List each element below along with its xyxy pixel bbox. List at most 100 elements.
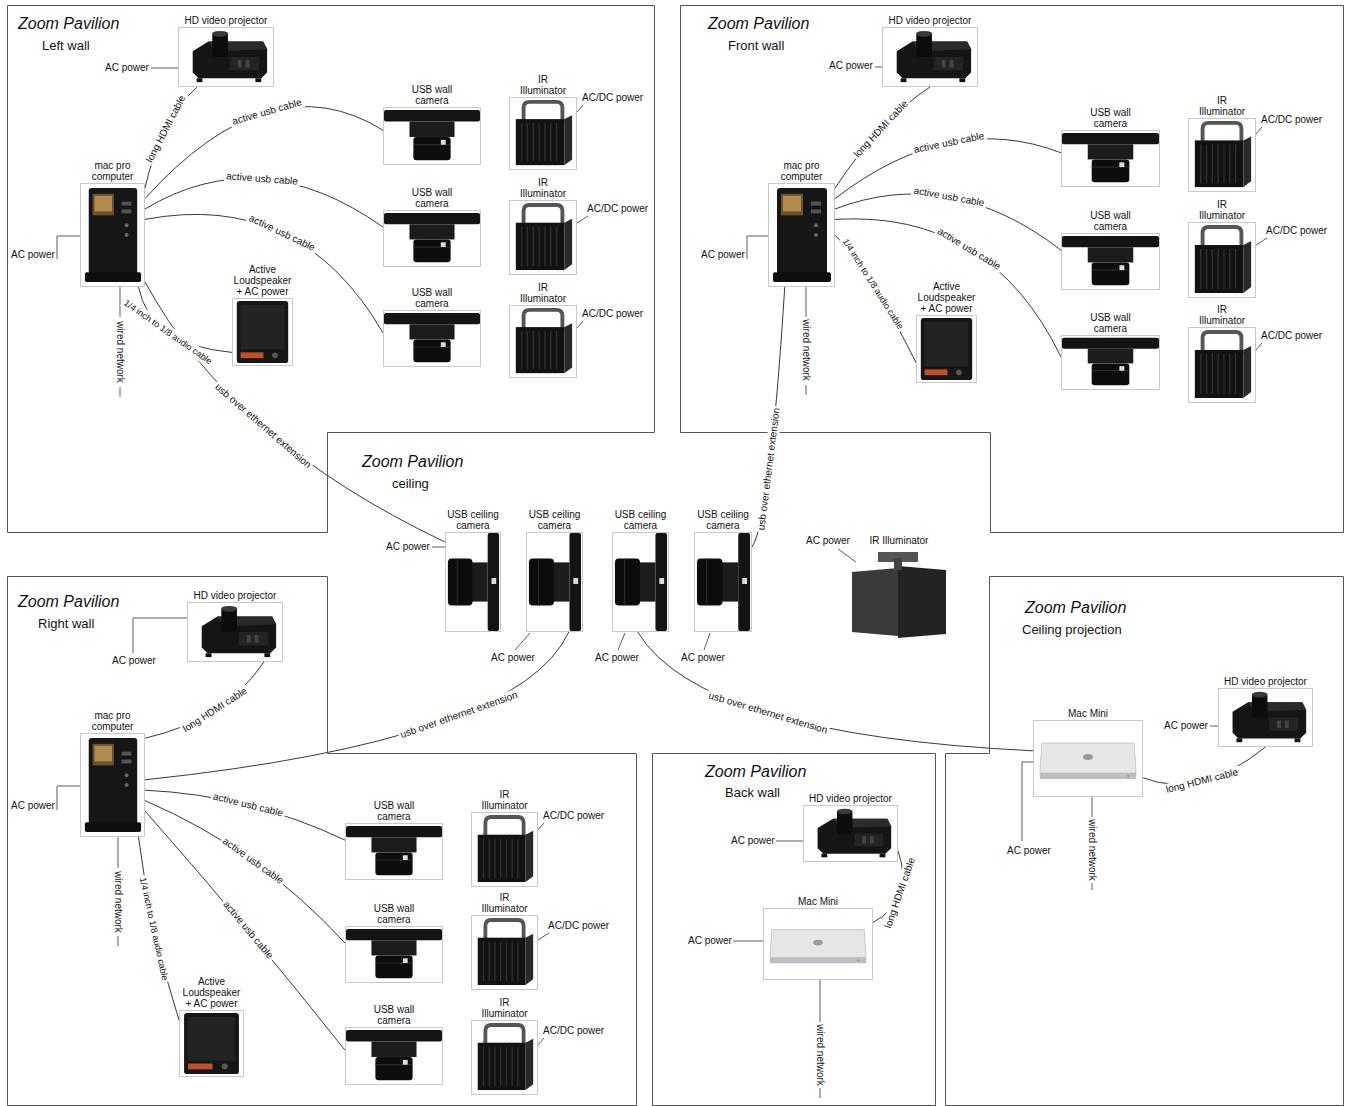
illustration-part xyxy=(346,826,442,875)
network-label: wired network xyxy=(1086,818,1098,882)
device-caption-block: IR Illuminator xyxy=(515,177,571,199)
illustration-part xyxy=(1210,726,1218,727)
illustration-part xyxy=(897,31,971,82)
power-label: AC power xyxy=(385,541,431,553)
illustration-part xyxy=(1233,692,1307,742)
illustration-part xyxy=(384,213,480,262)
cable-label: long HDMI cable xyxy=(882,854,919,932)
device-caption-block: IR Illuminator xyxy=(477,789,533,811)
illustration-part xyxy=(237,301,288,363)
illustration-part xyxy=(478,817,533,882)
device-photo: mac pro computer xyxy=(768,183,835,287)
cable-label: long HDMI cable xyxy=(1163,766,1241,797)
device-photo: HD video projector xyxy=(178,27,274,87)
illustration-part xyxy=(515,633,530,650)
zone-subtitle: Ceiling projection xyxy=(1022,622,1122,638)
illustration-part xyxy=(538,823,544,830)
device-caption: mac pro computer xyxy=(773,160,831,182)
power-label: AC power xyxy=(680,652,726,664)
illustration-part xyxy=(852,552,946,638)
illustration-part xyxy=(697,533,750,631)
cable-label: active usb cable xyxy=(219,897,277,963)
power-label: AC power xyxy=(828,60,874,72)
device-caption-block: mac pro computer xyxy=(773,160,831,182)
illustration-part xyxy=(516,310,572,373)
illustration-part xyxy=(538,933,549,940)
network-label: wired network xyxy=(112,870,124,934)
illustration-part xyxy=(1256,238,1267,245)
device-caption-block: mac pro computer xyxy=(84,160,142,182)
cable-label: active usb cable xyxy=(229,96,305,128)
device-photo: USB wall camera xyxy=(383,310,481,367)
device-caption: IR Illuminator xyxy=(1194,95,1250,117)
device-caption-block: USB wall camera xyxy=(404,84,460,106)
device-caption-block: Active Loudspeaker + AC power xyxy=(232,264,294,297)
cable-label: active usb cable xyxy=(911,129,988,156)
device-caption-block: IR Illuminator xyxy=(515,74,571,96)
illustration-part xyxy=(733,941,763,942)
device-caption: Active Loudspeaker + AC power xyxy=(232,264,294,297)
device-pictures xyxy=(85,31,1306,1090)
device-photo: mac pro computer xyxy=(80,733,145,837)
cable-label: usb over ethernet extension xyxy=(210,380,314,472)
device-caption: IR Illuminator xyxy=(515,74,571,96)
device-photo: IR Illuminator xyxy=(509,97,577,170)
zone-border xyxy=(681,6,1344,533)
device-caption: USB wall camera xyxy=(366,800,422,822)
cable-label: usb over ethernet extension xyxy=(397,689,521,742)
illustration-part xyxy=(57,236,80,259)
device-caption: HD video projector xyxy=(180,590,290,601)
device-caption: USB wall camera xyxy=(1083,312,1139,334)
device-caption: USB ceiling camera xyxy=(526,509,584,531)
device-photo: USB wall camera xyxy=(345,823,443,880)
zone-title: Zoom Pavilion xyxy=(18,14,119,33)
device-caption-block: IR Illuminator xyxy=(1194,199,1250,221)
zone-subtitle: Back wall xyxy=(725,785,780,801)
cable-label: long HDMI cable xyxy=(850,96,912,161)
device-caption: Active Loudspeaker + AC power xyxy=(916,281,978,314)
cable-label: active usb cable xyxy=(218,834,287,888)
device-caption-block: HD video projector xyxy=(180,590,290,601)
power-label: AC power xyxy=(10,249,56,261)
zone-outline xyxy=(680,5,1343,532)
power-label: AC power xyxy=(1006,845,1052,857)
device-caption: HD video projector xyxy=(171,15,281,26)
device-caption-block: USB wall camera xyxy=(404,187,460,209)
device-photo: USB ceiling camera xyxy=(526,532,583,632)
zone-title: Zoom Pavilion xyxy=(362,452,463,471)
device-caption: HD video projector xyxy=(1211,676,1321,687)
cable-line xyxy=(835,235,916,363)
illustration-part xyxy=(1062,133,1159,182)
cable-label: 1/4 inch to 1/8 audio cable xyxy=(120,296,216,368)
power-label: AC power xyxy=(700,249,746,261)
illustration-part xyxy=(1022,762,1033,841)
cable-line xyxy=(752,287,785,547)
zone-border xyxy=(8,577,637,1106)
device-photo: IR Illuminator xyxy=(1188,118,1256,192)
device-caption-block: IR Illuminator xyxy=(477,997,533,1019)
cable-label: active usb cable xyxy=(911,185,988,210)
illustration-part xyxy=(193,31,267,82)
leader-lines xyxy=(57,67,1267,1098)
zone-title: Zoom Pavilion xyxy=(705,762,806,781)
device-photo: USB ceiling camera xyxy=(612,532,669,632)
illustration-part xyxy=(776,841,803,842)
device-photo: Active Loudspeaker + AC power xyxy=(179,1010,244,1077)
device-photo: IR Illuminator xyxy=(471,812,538,887)
illustration-part xyxy=(57,786,80,810)
device-photo: HD video projector xyxy=(803,805,898,862)
zone-subtitle: ceiling xyxy=(392,476,429,492)
device-photo: USB wall camera xyxy=(383,210,481,267)
cable-line xyxy=(145,214,383,332)
device-photo: USB wall camera xyxy=(1061,130,1160,187)
device-caption: IR Illuminator xyxy=(854,535,944,546)
zone-border xyxy=(8,6,655,533)
device-caption: USB wall camera xyxy=(1083,210,1139,232)
device-photo: USB wall camera xyxy=(383,107,481,165)
device-caption-block: USB wall camera xyxy=(366,1004,422,1026)
device-caption-block: USB ceiling camera xyxy=(444,509,502,531)
illustration-part xyxy=(1256,343,1262,350)
illustration-part xyxy=(529,533,581,631)
network-label: wired network xyxy=(114,320,126,384)
